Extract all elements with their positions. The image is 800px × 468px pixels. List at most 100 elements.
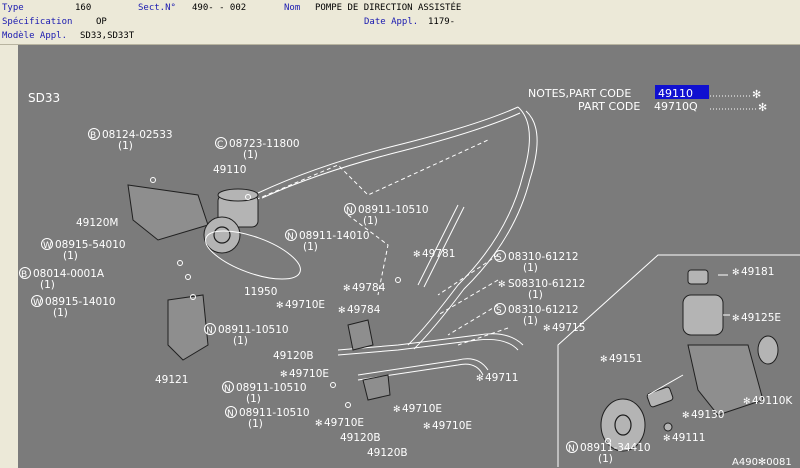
dashed-leader [437,279,499,316]
drive-belt [205,230,301,280]
callout-part-number: 08310-61212 [508,251,579,263]
exploded-parts-diagram: SD33 NOTES,PART CODE 49110 ✻ PART CODE 4… [19,85,800,468]
dashed-leader [457,327,509,346]
callout-qty: (1) [53,307,68,319]
callout-qty: (1) [523,315,538,327]
clamp-part [362,374,391,401]
type-value: 160 [75,3,92,13]
inset-frame [557,254,800,467]
washer-icon [190,294,196,300]
hose-line [417,204,459,286]
callout-part-number: 49120B [273,350,314,362]
bolt-icon [245,194,251,200]
spec-value: OP [96,17,107,27]
callout-part-number: 49711 [485,372,518,384]
type-label: Type [2,3,24,13]
bracket-part [127,184,209,241]
date-label: Date Appl. [364,17,419,27]
callout-part-number: 49130 [691,409,724,421]
date-value: 1179- [428,17,456,27]
callout-part-number: 08915-14010 [45,296,116,308]
callout-qty: (1) [248,418,263,430]
star-icon: ✻ [343,284,351,294]
tube-line [357,363,484,381]
callout-part-number: 08124-02533 [102,129,173,141]
callout-part-number: 49120M [76,217,118,229]
star-icon: ✻ [743,397,751,407]
callout-prefix: N [568,444,575,454]
callout-part-number: 49710E [324,417,364,429]
star-icon: ✻ [498,280,506,290]
callout-qty: (1) [40,279,55,291]
cap-part [687,269,709,285]
star-icon: ✻ [732,314,740,324]
nut-icon [330,382,336,388]
modele-label: Modèle Appl. [2,31,68,41]
callout-circle [494,303,506,315]
modele-value: SD33,SD33T [80,31,135,41]
callout-part-number: 49781 [422,248,455,260]
callout-prefix: N [224,384,231,394]
spec-label: Spécification [2,17,73,27]
callout-qty: (1) [233,335,248,347]
hose-line [423,206,465,288]
model-label: SD33 [28,91,60,105]
callout-circle [19,267,31,279]
callout-part-number: 49110K [752,395,793,407]
callout-qty: (1) [363,215,378,227]
callout-circle [285,229,297,241]
callout-prefix: N [206,326,213,336]
callout-circle [215,137,227,149]
star-icon: ✻ [732,268,740,278]
star-icon: ✻ [752,88,761,101]
bolt-icon [185,274,191,280]
highlighted-part-code-box[interactable] [655,85,709,99]
reservoir-part [682,294,724,336]
dashed-leader [242,139,489,206]
highlighted-part-code[interactable]: 49110 [658,87,693,100]
parts-diagram-panel: SD33 NOTES,PART CODE 49110 ✻ PART CODE 4… [18,45,800,468]
callout-prefix: W [43,241,52,251]
callout-part-number: 49120B [367,447,408,459]
mount-bracket [167,294,209,361]
star-icon: ✻ [315,419,323,429]
callout-part-number: 49181 [741,266,774,278]
callout-part-number: 49715 [552,322,585,334]
star-icon: ✻ [663,434,671,444]
nut-icon [345,402,351,408]
star-icon: ✻ [393,405,401,415]
callout-part-number: 49784 [347,304,381,316]
callout-circle [494,250,506,262]
reservoir-cap [217,188,259,202]
dashed-leader [347,214,389,296]
callout-part-number: 08723-11800 [229,138,300,150]
callout-part-number: 08911-10510 [236,382,307,394]
nom-value: POMPE DE DIRECTION ASSISTÉE [315,3,462,13]
callout-part-number: 49710E [432,420,472,432]
callout-part-number: 49784 [352,282,386,294]
dashed-leader [447,304,499,336]
callout-prefix: S [496,253,502,263]
clamp-part [347,319,374,351]
star-icon: ✻ [476,374,484,384]
hose-line [407,106,530,346]
tube-line [337,339,519,356]
header-panel: Type 160 Sect.N° 490- - 002 Nom POMPE DE… [0,0,800,45]
star-icon: ✻ [423,422,431,432]
callout-circle [225,406,237,418]
callout-part-number: 49710E [289,368,329,380]
callout-circle [204,323,216,335]
star-icon: ✻ [413,250,421,260]
star-icon: ✻ [338,306,346,316]
notes-part-code-label: NOTES,PART CODE [528,87,631,100]
callout-prefix: S [496,306,502,316]
callout-part-number: 08915-54010 [55,239,126,251]
tube-line [337,333,524,351]
star-icon: ✻ [682,411,690,421]
star-icon: ✻ [600,355,608,365]
callout-qty: (1) [303,241,318,253]
star-icon: ✻ [758,101,767,114]
hose-line [257,106,519,194]
callout-qty: (1) [118,140,133,152]
callout-part-number: 49110 [213,164,246,176]
